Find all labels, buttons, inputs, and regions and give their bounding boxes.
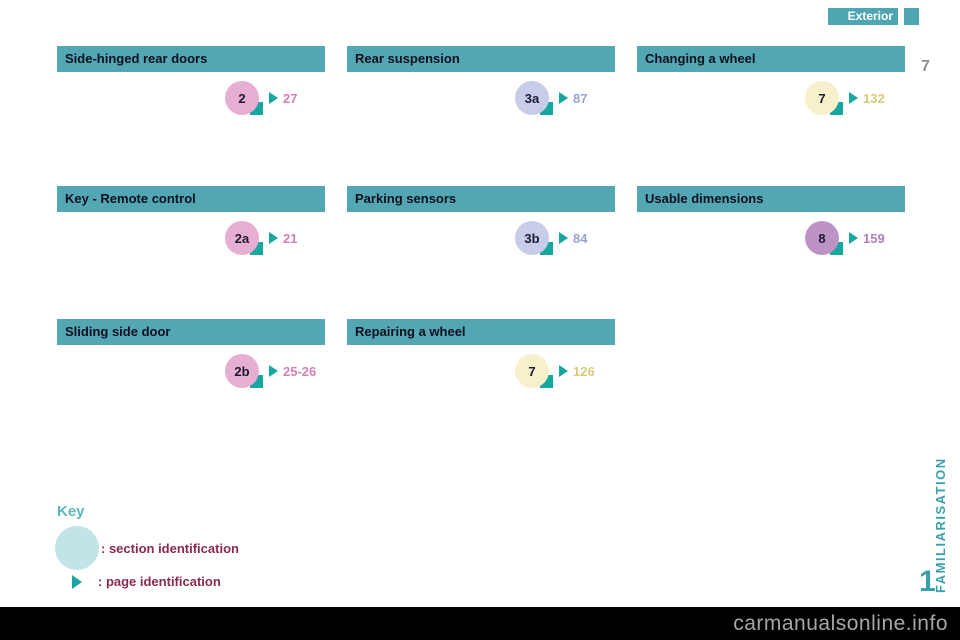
badge-wrap: 2b — [225, 352, 265, 390]
section-cell-repairing-a-wheel: Repairing a wheel 7 126 — [347, 319, 615, 439]
page-number[interactable]: 84 — [573, 230, 588, 246]
header-tab-exterior[interactable]: Exterior — [828, 8, 898, 25]
page-number[interactable]: 87 — [573, 90, 588, 106]
page-number[interactable]: 126 — [573, 363, 595, 379]
section-title[interactable]: Side-hinged rear doors — [57, 46, 325, 72]
badge-wrap: 3b — [515, 219, 555, 257]
page-number[interactable]: 27 — [283, 90, 298, 106]
section-cell-side-hinged-rear-doors: Side-hinged rear doors 2 27 — [57, 46, 325, 166]
section-cell-parking-sensors: Parking sensors 3b 84 — [347, 186, 615, 306]
page-number[interactable]: 159 — [863, 230, 885, 246]
section-number-badge[interactable]: 3a — [515, 81, 549, 115]
page-arrow-icon — [849, 92, 858, 104]
legend-page-row: : page identification — [55, 574, 335, 589]
section-badge[interactable]: 2a 21 — [225, 219, 297, 257]
page-arrow-icon — [269, 232, 278, 244]
section-badge[interactable]: 7 126 — [515, 352, 595, 390]
page-arrow-icon — [559, 365, 568, 377]
badge-wrap: 7 — [515, 352, 555, 390]
page-arrow-icon — [559, 92, 568, 104]
page-arrow-icon — [849, 232, 858, 244]
section-cell-sliding-side-door: Sliding side door 2b 25-26 — [57, 319, 325, 439]
bottom-bar: carmanualsonline.info — [0, 607, 960, 640]
badge-wrap: 2 — [225, 79, 265, 117]
page-number[interactable]: 132 — [863, 90, 885, 106]
section-number-badge[interactable]: 3b — [515, 221, 549, 255]
section-cell-changing-a-wheel: Changing a wheel 7 132 — [637, 46, 905, 166]
page-arrow-icon — [269, 92, 278, 104]
section-title[interactable]: Sliding side door — [57, 319, 325, 345]
sidebar-chapter-label: FAMILIARISATION — [933, 457, 948, 593]
legend-title: Key — [57, 503, 85, 520]
section-number-badge[interactable]: 7 — [805, 81, 839, 115]
legend-page-label: : page identification — [98, 574, 221, 589]
section-badge[interactable]: 7 132 — [805, 79, 885, 117]
section-title[interactable]: Rear suspension — [347, 46, 615, 72]
section-title[interactable]: Key - Remote control — [57, 186, 325, 212]
section-title[interactable]: Usable dimensions — [637, 186, 905, 212]
page-arrow-icon — [559, 232, 568, 244]
section-badge[interactable]: 3b 84 — [515, 219, 587, 257]
badge-wrap: 8 — [805, 219, 845, 257]
page-number[interactable]: 25-26 — [283, 363, 317, 379]
header-tab-square — [904, 8, 919, 25]
section-number-badge[interactable]: 8 — [805, 221, 839, 255]
section-title[interactable]: Parking sensors — [347, 186, 615, 212]
page-identification-arrow-icon — [72, 574, 82, 589]
legend: Key : section identification : page iden… — [55, 503, 335, 589]
section-cell-usable-dimensions: Usable dimensions 8 159 — [637, 186, 905, 306]
badge-wrap: 2a — [225, 219, 265, 257]
section-badge[interactable]: 8 159 — [805, 219, 885, 257]
section-number-badge[interactable]: 2 — [225, 81, 259, 115]
badge-wrap: 7 — [805, 79, 845, 117]
section-number-badge[interactable]: 2b — [225, 354, 259, 388]
chapter-number: 1 — [919, 565, 936, 598]
legend-section-label: : section identification — [101, 540, 239, 556]
section-cell-rear-suspension: Rear suspension 3a 87 — [347, 46, 615, 166]
badge-wrap: 3a — [515, 79, 555, 117]
page-number[interactable]: 21 — [283, 230, 298, 246]
legend-section-row: : section identification — [55, 526, 335, 570]
corner-page-marker: 7 — [921, 58, 930, 75]
section-title[interactable]: Changing a wheel — [637, 46, 905, 72]
section-badge[interactable]: 2b 25-26 — [225, 352, 316, 390]
section-number-badge[interactable]: 7 — [515, 354, 549, 388]
section-badge[interactable]: 2 27 — [225, 79, 297, 117]
section-cell-key-remote-control: Key - Remote control 2a 21 — [57, 186, 325, 306]
section-identification-blob-icon — [55, 526, 99, 570]
page-arrow-icon — [269, 365, 278, 377]
section-badge[interactable]: 3a 87 — [515, 79, 587, 117]
section-title[interactable]: Repairing a wheel — [347, 319, 615, 345]
section-number-badge[interactable]: 2a — [225, 221, 259, 255]
watermark-text: carmanualsonline.info — [733, 611, 948, 635]
